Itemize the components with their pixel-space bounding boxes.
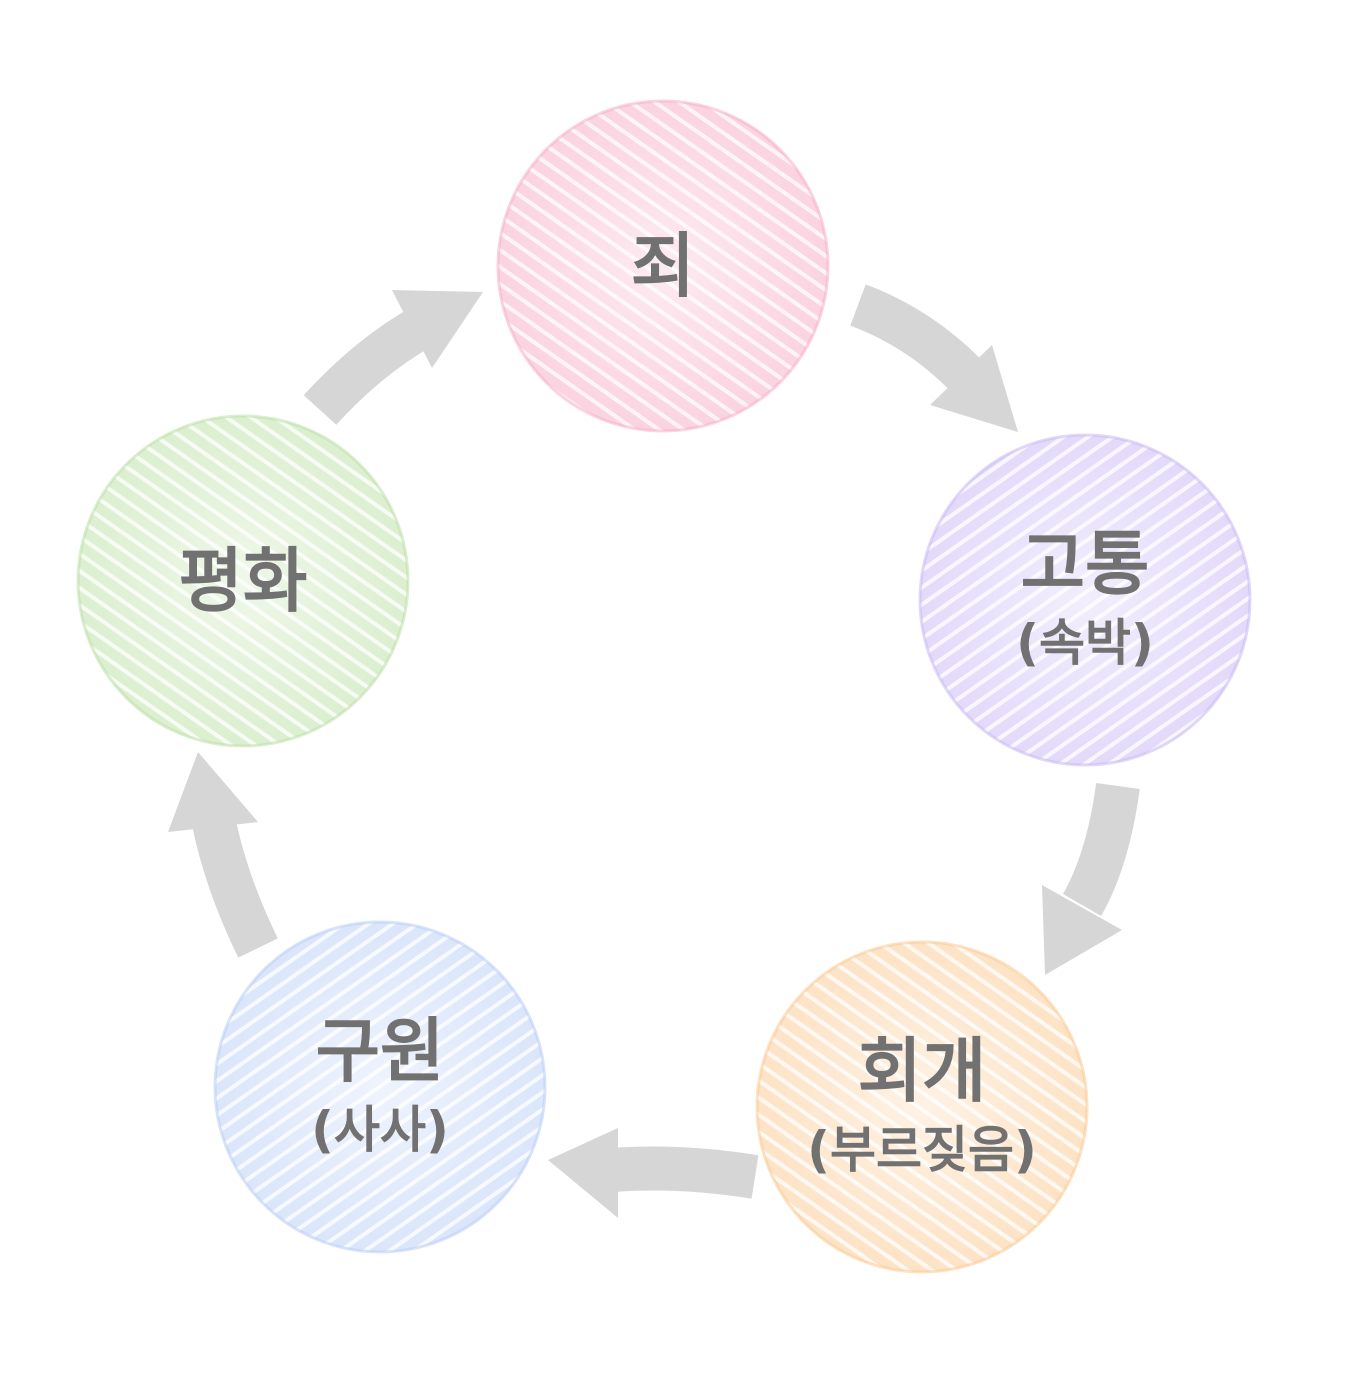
arrow-salvation-to-peace <box>168 752 278 958</box>
node-title: 고통 <box>1021 523 1150 605</box>
node-glow <box>78 416 408 746</box>
arrow-repentance-to-salvation <box>548 1128 759 1218</box>
node-glow <box>920 435 1250 765</box>
node-title: 회개 <box>858 1030 987 1112</box>
node-glow <box>757 942 1087 1272</box>
node-glow <box>498 101 828 431</box>
node-title: 죄 <box>631 225 695 307</box>
node-subtitle: (속박) <box>1016 614 1154 672</box>
cycle-arrows <box>168 284 1140 1218</box>
node-salvation: 구원 (사사) <box>213 920 547 1254</box>
node-subtitle: (부르짖음) <box>807 1121 1037 1179</box>
node-title: 평화 <box>179 540 308 622</box>
arrow-suffering-to-repentance <box>1042 782 1140 975</box>
arrow-sin-to-suffering <box>850 284 1018 432</box>
cycle-nodes: 죄고통 (속박) 회개 (부르짖음) 구원 (사사) 평화 <box>76 99 1252 1274</box>
node-peace: 평화 <box>76 414 410 748</box>
node-title: 구원 <box>316 1010 445 1092</box>
node-sin: 죄 <box>496 99 830 433</box>
node-subtitle: (사사) <box>311 1101 449 1159</box>
node-glow <box>215 922 545 1252</box>
node-repentance: 회개 (부르짖음) <box>755 940 1089 1274</box>
arrow-peace-to-sin <box>303 290 483 425</box>
node-suffering: 고통 (속박) <box>918 433 1252 767</box>
